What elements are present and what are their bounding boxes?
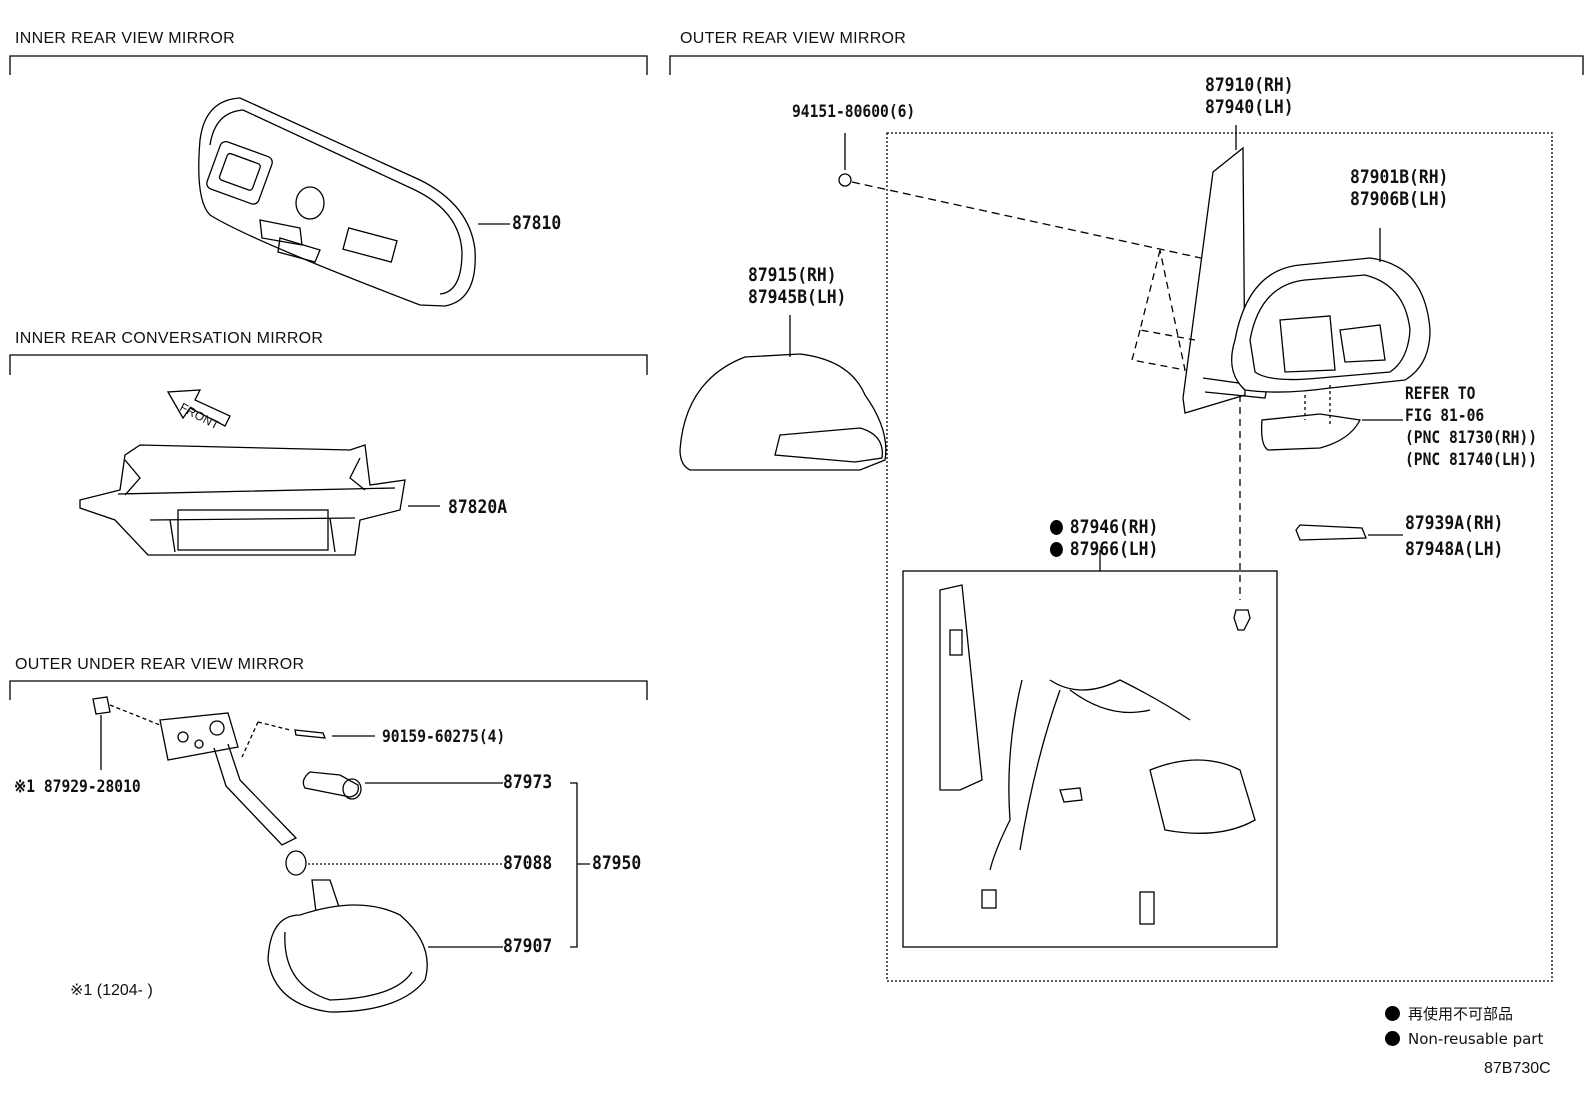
part-87901b: 87901B(RH) bbox=[1350, 166, 1449, 188]
legend-dot-icon bbox=[1385, 1006, 1400, 1021]
subassembly-box bbox=[902, 570, 1278, 948]
refer-line-3: (PNC 81730(RH)) bbox=[1405, 428, 1538, 448]
legend-jp: 再使用不可部品 bbox=[1385, 1003, 1513, 1024]
part-87966: 87966(LH) bbox=[1050, 538, 1158, 560]
part-87939a: 87939A(RH) bbox=[1405, 512, 1504, 534]
part-87948a: 87948A(LH) bbox=[1405, 538, 1504, 560]
refer-line-2: FIG 81-06 bbox=[1405, 406, 1485, 426]
refer-line-1: REFER TO bbox=[1405, 384, 1476, 404]
outer-under-mirror-drawing bbox=[92, 696, 590, 1013]
part-87820a: 87820A bbox=[448, 496, 508, 518]
part-90159: 90159-60275(4) bbox=[382, 727, 506, 747]
section-title-outer-view: OUTER REAR VIEW MIRROR bbox=[680, 30, 907, 47]
inner-conv-mirror-drawing bbox=[79, 389, 440, 556]
bracket-outer-under bbox=[9, 680, 648, 700]
note-1: ※1 (1204- ) bbox=[70, 982, 153, 999]
non-reusable-dot-icon bbox=[1050, 542, 1063, 557]
part-87946-text: 87946(RH) bbox=[1069, 516, 1159, 538]
non-reusable-dot-icon bbox=[1050, 520, 1063, 535]
part-87946: 87946(RH) bbox=[1050, 516, 1158, 538]
bracket-inner-conv bbox=[9, 354, 648, 375]
part-87088: 87088 bbox=[503, 852, 553, 874]
part-87945b: 87945B(LH) bbox=[748, 286, 847, 308]
part-87810: 87810 bbox=[512, 212, 562, 234]
part-87929: ※1 87929-28010 bbox=[14, 777, 141, 797]
part-87940: 87940(LH) bbox=[1205, 96, 1294, 118]
part-87906b: 87906B(LH) bbox=[1350, 188, 1449, 210]
outer-view-mirror-drawing bbox=[679, 125, 1431, 925]
section-title-outer-under: OUTER UNDER REAR VIEW MIRROR bbox=[15, 656, 305, 673]
part-94151: 94151-80600(6) bbox=[792, 102, 916, 122]
legend-jp-text: 再使用不可部品 bbox=[1408, 1005, 1514, 1023]
section-title-inner-view: INNER REAR VIEW MIRROR bbox=[15, 30, 235, 47]
legend-en: Non-reusable part bbox=[1385, 1030, 1543, 1048]
part-87907: 87907 bbox=[503, 935, 553, 957]
part-87973: 87973 bbox=[503, 771, 553, 793]
part-87950: 87950 bbox=[592, 852, 642, 874]
legend-dot-icon bbox=[1385, 1031, 1400, 1046]
section-title-inner-conv: INNER REAR CONVERSATION MIRROR bbox=[15, 330, 324, 347]
inner-view-mirror-drawing bbox=[198, 97, 510, 307]
part-87966-text: 87966(LH) bbox=[1069, 538, 1159, 560]
legend-en-text: Non-reusable part bbox=[1408, 1030, 1544, 1048]
figure-code: 87B730C bbox=[1484, 1060, 1551, 1077]
bracket-outer-view bbox=[669, 55, 1584, 75]
part-87915: 87915(RH) bbox=[748, 264, 837, 286]
part-87910: 87910(RH) bbox=[1205, 74, 1294, 96]
refer-line-4: (PNC 81740(LH)) bbox=[1405, 450, 1538, 470]
bracket-inner-view bbox=[9, 55, 648, 75]
assembly-frame bbox=[886, 132, 1553, 982]
